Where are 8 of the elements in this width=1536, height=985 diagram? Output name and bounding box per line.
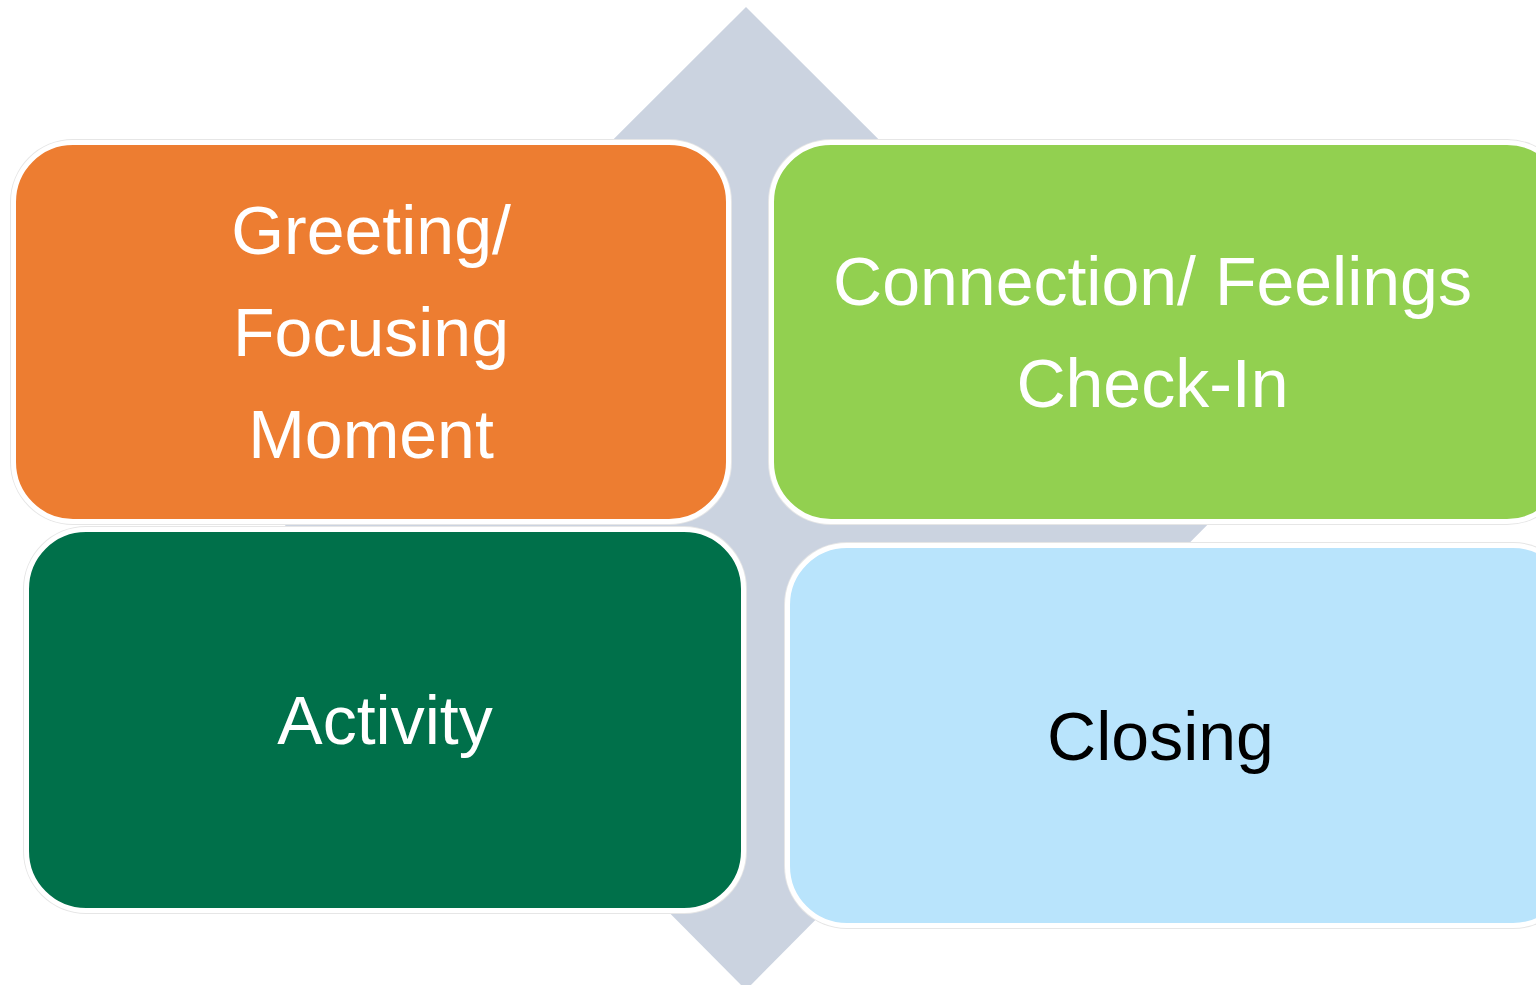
process-box	[769, 140, 1536, 524]
box-label: Greeting/ Focusing Moment	[230, 191, 512, 474]
box-label: Connection/ Feelings Check-In	[832, 242, 1473, 423]
process-box	[785, 543, 1536, 928]
box-label: Closing	[1047, 696, 1274, 776]
box-label: Activity	[277, 681, 493, 760]
process-box	[11, 140, 731, 524]
process-box	[24, 527, 746, 913]
